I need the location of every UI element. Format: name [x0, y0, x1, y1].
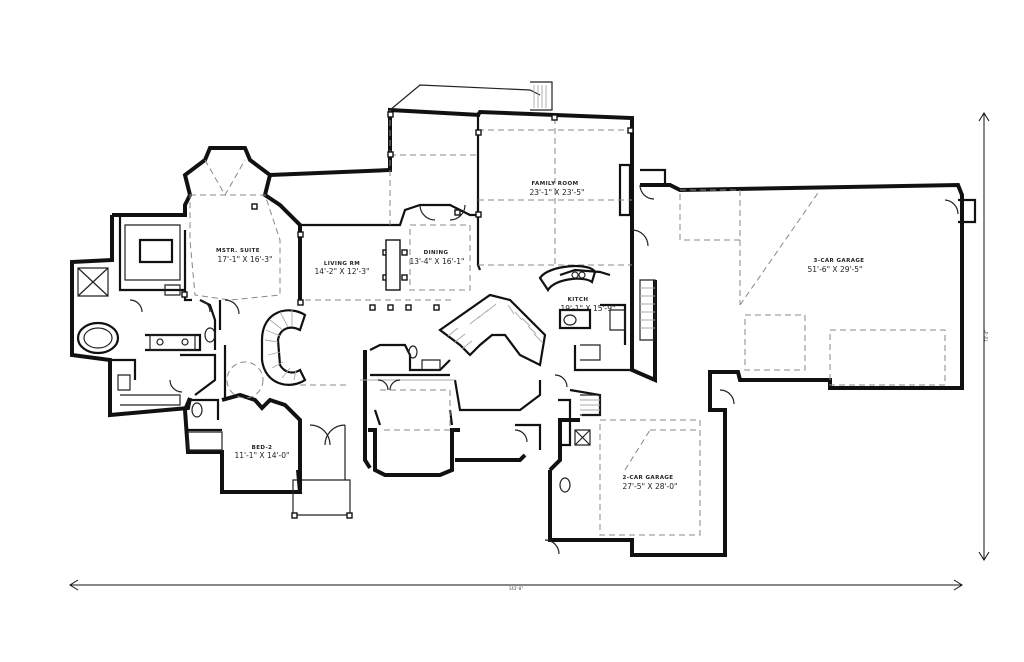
room-label-bed-2: BED-2 11'-1" X 14'-0" [235, 445, 290, 460]
room-label-family-room: FAMILY ROOM 23'-1" X 23'-5" [530, 181, 585, 197]
overall-width-dimension: 143'-8" [69, 579, 963, 591]
room-label-dining: DINING 13'-4" X 16'-1" [410, 250, 465, 266]
overall-depth-label: 74'-4" [984, 330, 989, 342]
room-size: 17'-1" X 16'-3" [218, 255, 273, 264]
room-name: DINING [424, 250, 449, 256]
ceiling-lines [189, 118, 946, 536]
room-label-kitch: KITCH 19'-1" X 15'-9" [561, 297, 616, 313]
room-size: 13'-4" X 16'-1" [410, 257, 465, 266]
room-name: 3-CAR GARAGE [814, 258, 865, 264]
garage-steps [580, 279, 656, 416]
columns [181, 111, 634, 519]
room-label-master-suite: MSTR. SUITE 17'-1" X 16'-3" [216, 248, 272, 264]
room-size: 11'-1" X 14'-0" [235, 451, 290, 460]
spiral-staircase [260, 309, 307, 386]
room-label-2-car-garage: 2-CAR GARAGE 27'-5" X 28'-0" [623, 475, 678, 491]
room-label-3-car-garage: 3-CAR GARAGE 51'-6" X 29'-5" [808, 258, 865, 274]
room-size: 14'-2" X 12'-3" [315, 267, 370, 276]
room-name: KITCH [568, 297, 589, 303]
room-label-living-rm: LIVING RM 14'-2" X 12'-3" [315, 261, 370, 276]
room-name: FAMILY ROOM [532, 181, 579, 187]
room-name: 2-CAR GARAGE [623, 475, 674, 481]
exterior-walls [70, 107, 977, 557]
main-staircase [438, 293, 547, 367]
room-size: 23'-1" X 23'-5" [530, 188, 585, 197]
master-bath-fixtures [76, 224, 223, 451]
room-size: 51'-6" X 29'-5" [808, 265, 863, 274]
room-size: 19'-1" X 15'-9" [561, 304, 616, 313]
doors [129, 184, 959, 555]
kitchen-fixtures [408, 265, 626, 493]
room-name: BED-2 [252, 445, 273, 451]
overall-width-label: 143'-8" [509, 586, 524, 591]
rear-deck [389, 81, 630, 225]
overall-depth-dimension: 74'-4" [978, 112, 990, 561]
room-name: MSTR. SUITE [216, 248, 260, 254]
room-name: LIVING RM [324, 261, 360, 267]
room-size: 27'-5" X 28'-0" [623, 482, 678, 491]
